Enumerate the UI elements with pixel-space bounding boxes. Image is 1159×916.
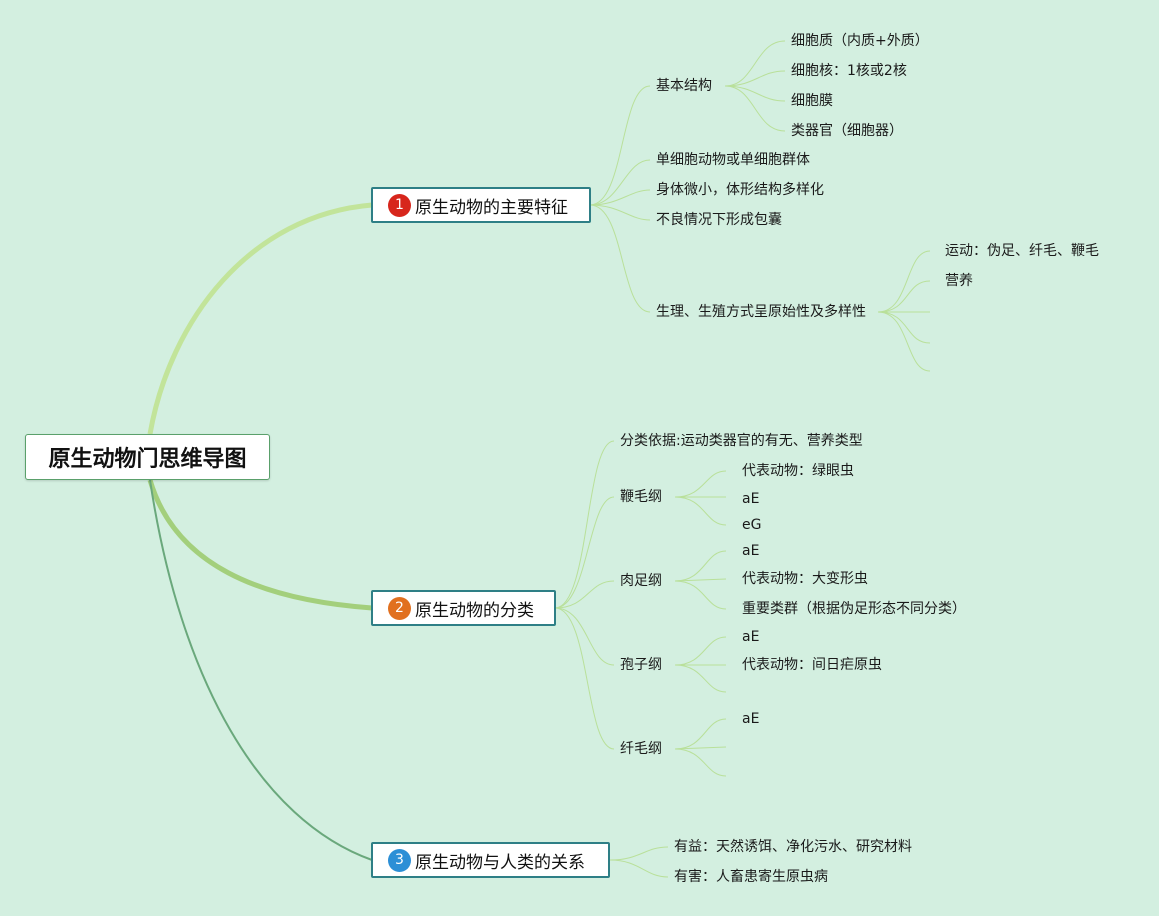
branch-label: 原生动物的分类 xyxy=(415,600,534,621)
node-ciliata[interactable]: 纤毛纲 xyxy=(620,741,662,757)
node-movement[interactable]: 运动：伪足、纤毛、鞭毛 xyxy=(945,243,1099,259)
branch-label: 原生动物的主要特征 xyxy=(415,197,568,218)
node-sporozoa-example[interactable]: 代表动物：间日疟原虫 xyxy=(742,657,882,673)
node-sarcodina-example[interactable]: 代表动物：大变形虫 xyxy=(742,571,868,587)
node-nutrition[interactable]: 营养 xyxy=(945,273,973,289)
branch-main-features[interactable]: 1 原生动物的主要特征 xyxy=(371,187,591,223)
node-organelle[interactable]: 类器官（细胞器） xyxy=(791,123,903,139)
node-physiology[interactable]: 生理、生殖方式呈原始性及多样性 xyxy=(656,304,866,320)
branch-classification[interactable]: 2 原生动物的分类 xyxy=(371,590,556,626)
node-flagellata[interactable]: 鞭毛纲 xyxy=(620,489,662,505)
node-ciliata-ae[interactable]: aE xyxy=(742,711,760,727)
node-sporozoa[interactable]: 孢子纲 xyxy=(620,657,662,673)
node-classification-basis[interactable]: 分类依据:运动类器官的有无、营养类型 xyxy=(620,433,863,449)
branch-label: 原生动物与人类的关系 xyxy=(415,852,585,873)
root-node[interactable]: 原生动物门思维导图 xyxy=(25,434,270,480)
node-beneficial[interactable]: 有益：天然诱饵、净化污水、研究材料 xyxy=(674,839,912,855)
number-badge-2: 2 xyxy=(388,596,411,620)
node-unicellular[interactable]: 单细胞动物或单细胞群体 xyxy=(656,152,810,168)
node-sporozoa-ae[interactable]: aE xyxy=(742,629,760,645)
node-small-body[interactable]: 身体微小，体形结构多样化 xyxy=(656,182,824,198)
number-badge-1: 1 xyxy=(388,193,411,217)
node-flagellata-eg[interactable]: eG xyxy=(742,517,762,533)
node-sarcodina[interactable]: 肉足纲 xyxy=(620,573,662,589)
node-sarcodina-groups[interactable]: 重要类群（根据伪足形态不同分类） xyxy=(742,601,966,617)
node-flagellata-ae[interactable]: aE xyxy=(742,491,760,507)
node-flagellata-example[interactable]: 代表动物：绿眼虫 xyxy=(742,463,854,479)
node-cyst[interactable]: 不良情况下形成包囊 xyxy=(656,212,782,228)
node-cell-membrane[interactable]: 细胞膜 xyxy=(791,93,833,109)
node-nucleus[interactable]: 细胞核：1核或2核 xyxy=(791,63,907,79)
branch-human-relation[interactable]: 3 原生动物与人类的关系 xyxy=(371,842,610,878)
number-badge-3: 3 xyxy=(388,848,411,872)
node-sarcodina-ae[interactable]: aE xyxy=(742,543,760,559)
node-harmful[interactable]: 有害：人畜患寄生原虫病 xyxy=(674,869,828,885)
node-basic-structure[interactable]: 基本结构 xyxy=(656,78,712,94)
node-cytoplasm[interactable]: 细胞质（内质+外质） xyxy=(791,33,929,49)
